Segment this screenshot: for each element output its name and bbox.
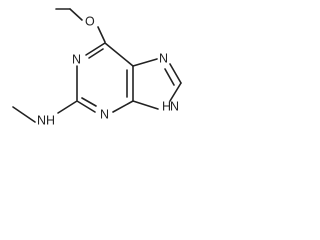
atom-nitrogen-n1: N	[72, 52, 81, 66]
bond-c6-n1	[85, 42, 106, 56]
atom-hydrogen-n9: H	[162, 99, 171, 113]
bond-n3-c4	[112, 100, 134, 113]
bond-c6-n1-double	[88, 48, 104, 59]
bond-c2-n3	[76, 100, 96, 113]
atom-hydrogen-amine: H	[46, 113, 55, 127]
bond-c5-n7	[132, 58, 158, 67]
atom-labels: O N N N N H N H	[37, 14, 179, 127]
atom-oxygen-methoxy: O	[85, 14, 95, 28]
bond-n7-c8-double	[164, 68, 175, 86]
bond-c5-c6	[104, 42, 134, 67]
bond-c2-nh	[57, 100, 78, 114]
atom-nitrogen-n7: N	[159, 51, 168, 65]
chemical-structure: O N N N N H N H	[12, 8, 182, 127]
bond-n9-c4	[132, 100, 159, 110]
bonds	[12, 8, 182, 123]
atom-nitrogen-n9: N	[170, 99, 179, 113]
bond-o-c6	[97, 26, 106, 43]
atom-nitrogen-amine: N	[37, 113, 46, 127]
atom-nitrogen-n3: N	[100, 107, 109, 121]
bond-c8-n9	[169, 82, 182, 102]
bond-c2-n3-double	[81, 97, 97, 107]
bond-methoxy-methyl	[69, 8, 83, 21]
bond-n7-c8	[169, 63, 182, 84]
bond-nh-methyl	[12, 106, 36, 123]
